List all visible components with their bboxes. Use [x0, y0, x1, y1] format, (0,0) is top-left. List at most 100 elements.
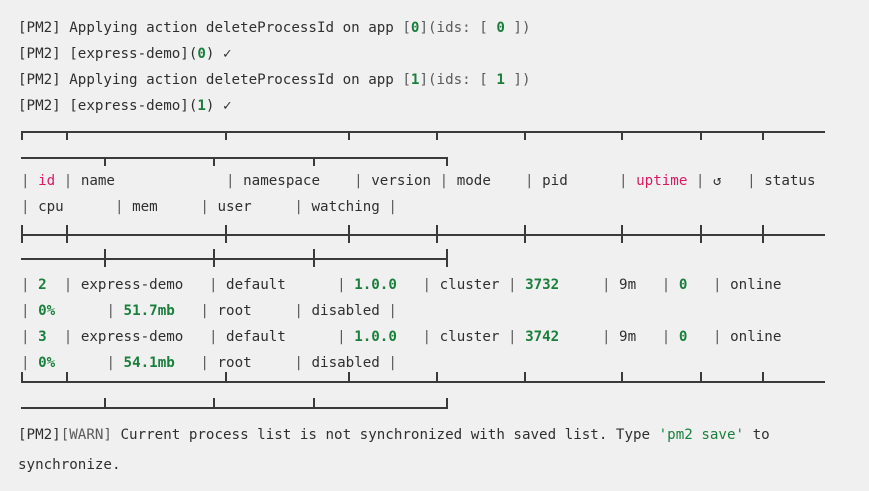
cell-divider: | [63, 329, 81, 345]
log-prefix: [PM2] [18, 20, 70, 36]
cell-version: 1.0.0 [354, 277, 397, 293]
table-bottom-border-wrapped [21, 407, 448, 409]
cell-divider: | [379, 303, 397, 319]
cell-divider: | [106, 355, 124, 371]
header-namespace: namespace [243, 173, 320, 189]
table-sep-tick [700, 225, 702, 243]
log-message: Applying action deleteProcessId on app [69, 72, 403, 88]
cell-pad [55, 355, 106, 371]
header-pid: pid [542, 173, 568, 189]
cell-pad [687, 329, 713, 345]
cell-pad [286, 277, 337, 293]
cell-mode: cluster [439, 277, 500, 293]
table-top-tick [436, 131, 438, 140]
process-id: 0 [496, 20, 505, 36]
app-index: 1 [197, 98, 206, 114]
cell-pad [636, 329, 662, 345]
cell-pad [636, 277, 662, 293]
cell-pad [158, 199, 201, 215]
log-line-deleted-0: [PM2] [express-demo](0) ✓ [18, 41, 232, 67]
cell-divider: | [114, 199, 133, 215]
bracket-open: [ [402, 20, 411, 36]
table-bottom-tick [762, 372, 764, 381]
table-bottom-tick [21, 372, 23, 381]
table-bottom-tick-wrapped [104, 398, 106, 407]
cell-divider: | [661, 277, 679, 293]
table-sep-tick [66, 225, 68, 243]
table-bottom-border [21, 381, 825, 383]
table-row: | 3 | express-demo | default | 1.0.0 | c… [21, 324, 781, 350]
checkmark-icon: ✓ [223, 98, 232, 114]
cell-divider: | [106, 303, 124, 319]
cell-divider: | [208, 329, 227, 345]
cell-watching: disabled [311, 355, 380, 371]
cell-name: express-demo [80, 329, 184, 345]
cell-user: root [217, 355, 252, 371]
cell-divider: | [21, 329, 39, 345]
log-line-deleted-1: [PM2] [express-demo](1) ✓ [18, 93, 232, 119]
cell-namespace: default [226, 329, 286, 345]
table-sep-tick-wrapped [446, 249, 448, 267]
cell-mode: cluster [439, 329, 500, 345]
app-index: 0 [197, 46, 206, 62]
cell-uptime: 9m [619, 329, 637, 345]
cell-status: online [730, 329, 782, 345]
header-uptime: uptime [636, 173, 688, 189]
warning-line-2: synchronize. [18, 452, 121, 478]
table-top-tick [21, 131, 23, 140]
table-sep-tick-wrapped [213, 249, 215, 267]
cell-pad [47, 329, 64, 345]
cell-uptime: 9m [619, 277, 637, 293]
cell-divider: | [354, 173, 372, 189]
cell-cpu: 0% [38, 355, 56, 371]
cell-pad [431, 173, 440, 189]
cell-divider: | [208, 277, 227, 293]
header-watching: watching [311, 199, 380, 215]
cell-divider: | [200, 355, 218, 371]
cell-pad [397, 329, 423, 345]
cell-pad [499, 277, 508, 293]
cell-divider: | [21, 173, 39, 189]
header-version: version [371, 173, 432, 189]
log-prefix: [PM2] [18, 46, 70, 62]
table-sep-tick [621, 225, 623, 243]
cell-pad [499, 329, 508, 345]
table-sep-tick-wrapped [104, 249, 106, 267]
cell-divider: | [422, 329, 440, 345]
cell-pad [286, 329, 337, 345]
table-sep-tick-wrapped [313, 249, 315, 267]
header-status: status [764, 173, 816, 189]
table-top-tick [348, 131, 350, 140]
table-top-tick [225, 131, 227, 140]
header-id: id [38, 173, 56, 189]
table-bottom-tick [621, 372, 623, 381]
cell-version: 1.0.0 [354, 329, 397, 345]
table-sep-tick [225, 225, 227, 243]
cell-divider: | [55, 173, 81, 189]
cell-pad [252, 303, 295, 319]
cell-name: express-demo [80, 277, 184, 293]
cell-divider: | [379, 355, 397, 371]
table-top-tick [621, 131, 623, 140]
cell-divider: | [687, 173, 713, 189]
cell-divider: | [21, 355, 39, 371]
header-cpu: cpu [38, 199, 64, 215]
table-header-separator-wrapped [21, 258, 448, 260]
cell-divider: | [439, 173, 457, 189]
cell-pad [568, 173, 619, 189]
table-top-tick [762, 131, 764, 140]
log-app-name: [express-demo]( [69, 98, 198, 114]
table-top-border [21, 131, 825, 133]
cell-mem: 54.1mb [123, 355, 175, 371]
cell-pad [397, 277, 423, 293]
cell-pad [320, 173, 354, 189]
log-app-name: [express-demo]( [69, 46, 198, 62]
cell-namespace: default [226, 277, 286, 293]
table-bottom-tick [225, 372, 227, 381]
cell-divider: | [294, 303, 312, 319]
warning-line-1: [PM2][WARN] Current process list is not … [18, 422, 770, 448]
log-prefix: [PM2] [18, 98, 70, 114]
table-sep-tick [762, 225, 764, 243]
app-index: 1 [410, 72, 420, 88]
